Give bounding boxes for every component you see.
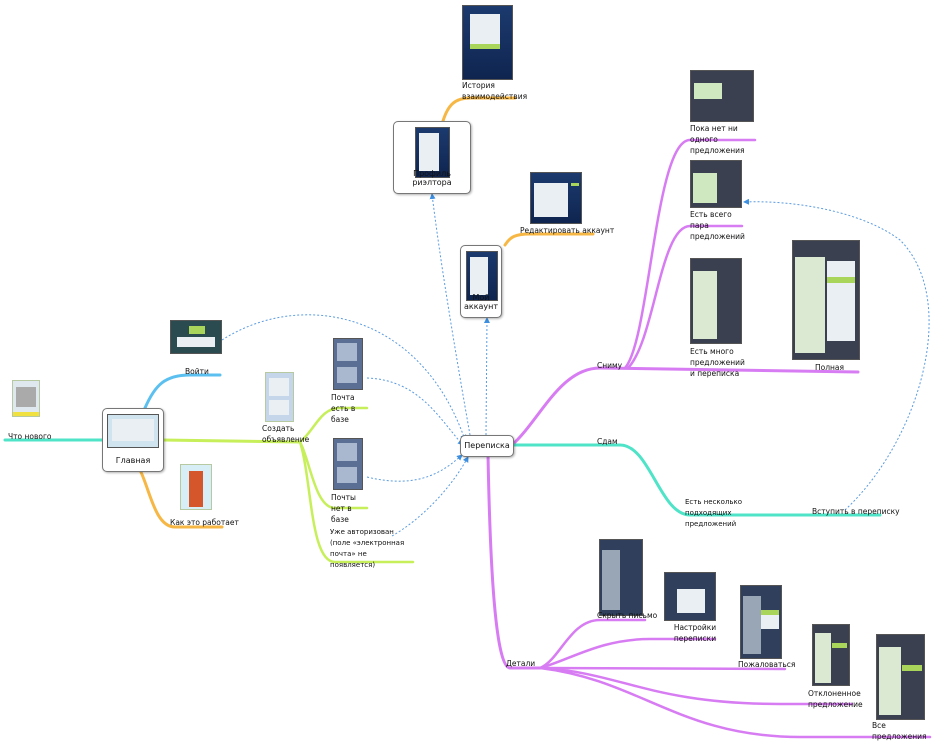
branch-rent-out (510, 366, 860, 447)
label-details[interactable]: Детали (506, 659, 536, 668)
label-create-ad[interactable]: Создать объявление (262, 424, 310, 444)
history-thumbnail (462, 5, 513, 80)
my-account-thumbnail (466, 251, 498, 301)
label-how-it-works[interactable]: Как это работает (170, 518, 239, 527)
label-login[interactable]: Войти (185, 367, 209, 376)
branch-details (486, 453, 542, 670)
label-edit-account[interactable]: Редактировать аккаунт (520, 226, 615, 235)
label-all-offers[interactable]: Все предложения по моей заявке (872, 721, 927, 741)
node-my-account-label: Мой аккаунт (463, 293, 499, 311)
label-several-offers[interactable]: Есть несколько подходящих предложений (685, 498, 743, 528)
label-hide-letter[interactable]: Скрыть письмо (597, 611, 658, 620)
login-thumbnail (170, 320, 222, 354)
label-already-authorized[interactable]: Уже авторизован (поле «электронная почта… (330, 528, 405, 569)
branch-login (143, 373, 222, 410)
label-history[interactable]: История взаимодействия (462, 81, 528, 101)
node-home-label: Главная (115, 456, 151, 465)
node-my-account[interactable]: Мой аккаунт (460, 245, 502, 318)
branch-edit-account (503, 232, 595, 247)
full-thumbnail (792, 240, 860, 360)
home-thumbnail (107, 414, 159, 448)
label-email-missing[interactable]: Почты нет в базе (331, 493, 356, 524)
label-rent[interactable]: Сдам (597, 437, 618, 446)
branch-how-it-works (138, 468, 224, 529)
label-join-conversation[interactable]: Вступить в переписку (812, 507, 900, 516)
how-it-works-thumbnail (180, 464, 212, 510)
node-realtor-profile[interactable]: Профиль риэлтора (393, 121, 471, 194)
node-center[interactable]: Переписка (460, 435, 514, 457)
realtor-profile-thumbnail (415, 127, 450, 178)
label-complain[interactable]: Пожаловаться (738, 660, 796, 669)
email-missing-thumbnail (333, 438, 363, 490)
branch-create-ad (160, 438, 302, 444)
label-rejected[interactable]: Отклоненное предложение (808, 689, 863, 709)
node-realtor-profile-label: Профиль риэлтора (412, 169, 452, 187)
many-offers-thumbnail (690, 258, 742, 344)
branch-rent (510, 443, 882, 517)
complain-thumbnail (740, 585, 782, 659)
label-few-offers[interactable]: Есть всего пара предложений (690, 210, 745, 241)
label-settings[interactable]: Настройки переписки (673, 623, 717, 643)
no-offers-thumbnail (690, 70, 754, 122)
create-ad-thumbnail (265, 372, 294, 422)
label-email-exists[interactable]: Почта есть в базе (331, 393, 356, 424)
branch-history (441, 96, 517, 123)
label-many-offers[interactable]: Есть много предложений и переписка (690, 347, 745, 378)
whats-new-thumbnail (12, 380, 40, 417)
hide-letter-thumbnail (599, 539, 643, 616)
node-home[interactable]: Главная (102, 408, 164, 472)
email-exists-thumbnail (333, 338, 363, 390)
rejected-thumbnail (812, 624, 850, 686)
settings-thumbnail (664, 572, 716, 621)
label-rent-out[interactable]: Сниму (597, 361, 623, 370)
label-whats-new[interactable]: Что нового (8, 432, 52, 441)
label-full[interactable]: Полная (815, 363, 845, 372)
label-no-offers[interactable]: Пока нет ни одного предложения (690, 124, 745, 155)
all-offers-thumbnail (876, 634, 925, 720)
few-offers-thumbnail (690, 160, 742, 208)
center-label: Переписка (464, 441, 510, 450)
edit-account-thumbnail (530, 172, 582, 224)
